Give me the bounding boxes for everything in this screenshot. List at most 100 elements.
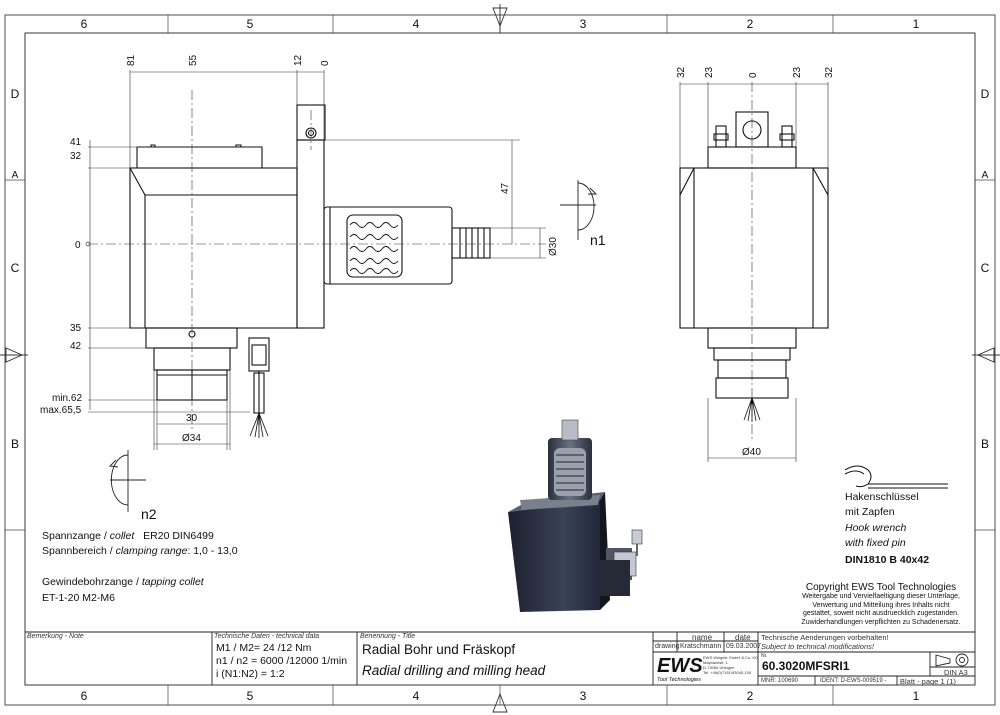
dim-side-23b: 23 <box>792 66 803 78</box>
hook-line1: Hakenschlüssel <box>845 491 919 503</box>
company-l3: D-73066 Uhingen <box>703 665 735 670</box>
tech-torque: M1 / M2= 24 /12 Nm <box>216 642 312 654</box>
label-n2: n2 <box>141 506 157 522</box>
grid-row-b-right: B <box>981 437 989 451</box>
hook-line3: Hook wrench <box>845 522 906 534</box>
grid-row-a-right: A <box>982 170 989 181</box>
dim-35: 35 <box>70 323 82 334</box>
title-german: Radial Bohr und Fräskopf <box>362 642 516 657</box>
grid-row-c-left: C <box>11 261 20 275</box>
drawing-label: drawing <box>655 643 680 650</box>
copyright-l3: gestattet, soweit nicht ausdruecklich zu… <box>802 610 960 617</box>
tech-data: M1 / M2= 24 /12 Nm n1 / n2 = 6000 /12000… <box>216 642 347 681</box>
copyright-l1: Weitergabe und Vervielfaeltigung dieser … <box>802 593 960 600</box>
grid-col-1-bottom: 1 <box>913 689 920 703</box>
range-value: : 1,0 - 13,0 <box>187 545 238 557</box>
change-de: Technische Aenderungen vorbehalten! <box>761 633 889 642</box>
svg-text:Tool Technologies: Tool Technologies <box>657 677 701 683</box>
dim-41: 41 <box>70 137 82 148</box>
collet-de: Spannzange / <box>42 530 107 542</box>
mnr: MNR: 100690 <box>761 678 799 684</box>
tech-label: Technische Daten - technical data <box>214 633 320 640</box>
grid-row-c-right: C <box>981 261 990 275</box>
grid-col-4-bottom: 4 <box>413 689 420 703</box>
center-lines <box>88 82 753 440</box>
ident: IDENT: D-EWS-009519 - <box>820 678 887 684</box>
part-number: 60.3020MFSRI1 <box>762 659 850 673</box>
drawer-name: Kratschmann <box>680 643 722 650</box>
grid-col-6-bottom: 6 <box>81 689 88 703</box>
dim-55: 55 <box>188 54 199 66</box>
grid-row-b-left: B <box>11 437 19 451</box>
grid-col-3-top: 3 <box>580 17 587 31</box>
label-n1: n1 <box>590 232 606 248</box>
dim-42: 42 <box>70 341 82 352</box>
grid-row-d-left: D <box>11 87 20 101</box>
tap-en: tapping collet <box>141 576 204 588</box>
grid-row-d-right: D <box>981 87 990 101</box>
range-en: clamping range <box>115 545 188 557</box>
copyright-title: Copyright EWS Tool Technologies <box>805 582 957 593</box>
dim-d30: Ø30 <box>548 237 559 256</box>
ews-logo: EWS Tool Technologies <box>657 655 703 683</box>
dim-12: 12 <box>293 54 304 66</box>
dim-left-0: 0 <box>75 240 81 251</box>
side-dimension-lines <box>679 82 829 462</box>
dim-min62: min.62 <box>52 393 82 404</box>
dim-max655: max.65,5 <box>40 405 82 416</box>
centering-marks <box>0 4 1000 713</box>
tech-speed: n1 / n2 = 6000 /12000 1/min <box>216 655 348 667</box>
tap-de: Gewindebohrzange / <box>42 576 139 588</box>
dim-side-32b: 32 <box>824 66 835 78</box>
title-block <box>25 631 975 685</box>
front-view <box>129 104 491 438</box>
company-l2: Maybachstr. 1 <box>703 660 728 665</box>
isometric-render <box>508 419 643 612</box>
company-l4: Tel. +49(0)7161/93040-100 <box>703 670 752 675</box>
collet-en: collet <box>109 530 135 542</box>
grid-col-1-top: 1 <box>913 17 920 31</box>
tap-note: Gewindebohrzange / tapping collet <box>42 575 204 589</box>
hook-line2: mit Zapfen <box>845 506 895 518</box>
company-l1: EWS Weigele GmbH & Co. KG <box>703 655 759 660</box>
drawing-date: 09.03.2007 <box>726 643 762 650</box>
front-dimension-lines <box>88 70 546 450</box>
range-note: Spannbereich / clamping range: 1,0 - 13,… <box>42 544 238 558</box>
dim-side-32a: 32 <box>676 66 687 78</box>
company-address: EWS Weigele GmbH & Co. KG Maybachstr. 1 … <box>703 655 758 675</box>
range-de: Spannbereich / <box>42 545 113 557</box>
projection-symbol-icon <box>935 653 969 667</box>
dim-side-d40: Ø40 <box>742 447 761 458</box>
rotation-symbol-n2 <box>109 450 146 512</box>
grid-col-3-bottom: 3 <box>580 689 587 703</box>
dim-side-0: 0 <box>748 72 759 78</box>
dim-81: 81 <box>126 54 137 66</box>
grid-col-5-bottom: 5 <box>247 689 254 703</box>
grid-col-2-bottom: 2 <box>747 689 754 703</box>
col-name: name <box>692 633 713 642</box>
dim-30: 30 <box>186 413 198 424</box>
svg-text:EWS: EWS <box>657 655 703 677</box>
side-view <box>679 111 829 422</box>
hook-wrench-icon <box>844 465 948 489</box>
dim-47: 47 <box>500 182 511 194</box>
tech-ratio: i (N1:N2) = 1:2 <box>216 668 285 680</box>
grid-col-5-top: 5 <box>247 17 254 31</box>
hook-line4: with fixed pin <box>845 537 906 549</box>
grid-col-4-top: 4 <box>413 17 420 31</box>
copyright-block: Copyright EWS Tool Technologies Weiterga… <box>790 582 972 627</box>
copyright-l4: Zuwiderhandlungen verpflichten zu Schade… <box>801 618 961 626</box>
hook-line5: DIN1810 B 40x42 <box>845 554 929 566</box>
grid-col-2-top: 2 <box>747 17 754 31</box>
copyright-l2: Verwertung und Mitteilung ihres Inhalts … <box>812 601 950 609</box>
collet-note: Spannzange / collet ER20 DIN6499 <box>42 529 214 543</box>
sheet-number: Blatt - page 1 (1) <box>900 677 956 686</box>
rotation-symbol-n1 <box>560 180 598 240</box>
col-date: date <box>735 633 751 642</box>
din-format: DIN A3 <box>944 668 968 677</box>
title-english: Radial drilling and milling head <box>362 663 546 678</box>
tap-value: ET-1-20 M2-M6 <box>42 592 115 604</box>
dim-side-23a: 23 <box>704 66 715 78</box>
collet-value: ER20 DIN6499 <box>143 530 214 542</box>
